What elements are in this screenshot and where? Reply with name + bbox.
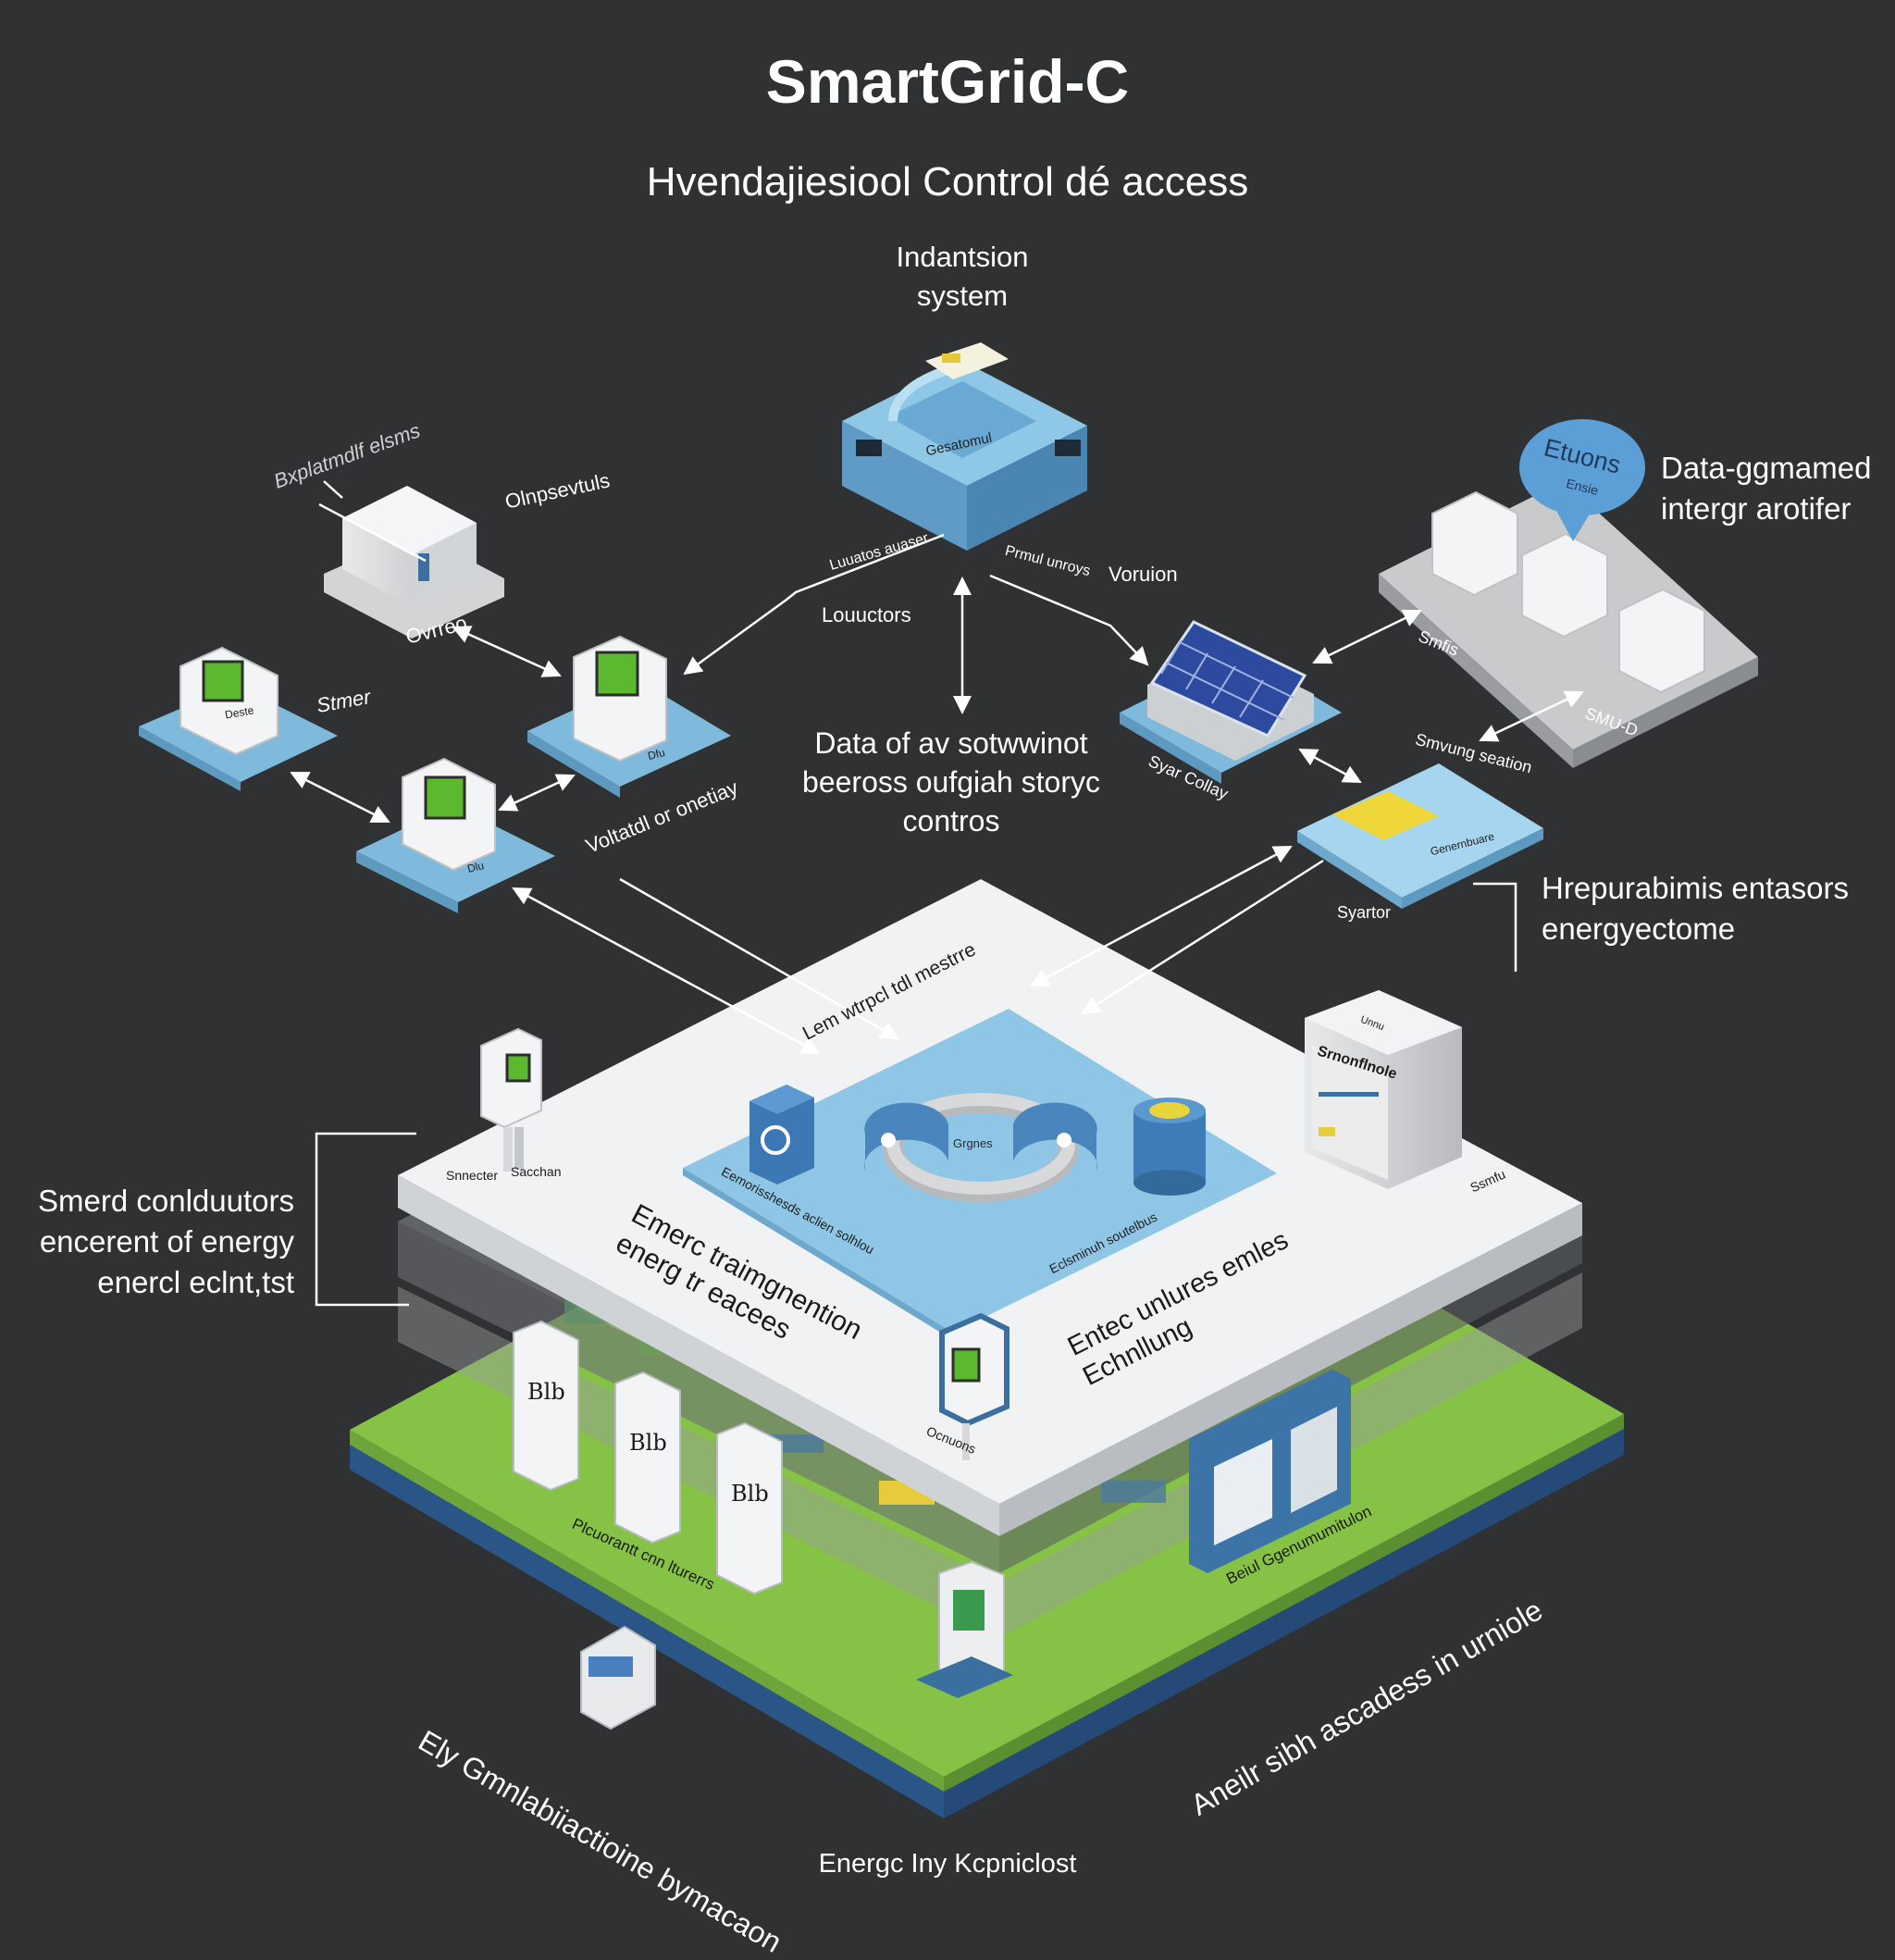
left-device-label-2: Sacchan [511, 1164, 562, 1179]
small-panel-icon [580, 1625, 656, 1731]
syartor-label: Syartor [1337, 903, 1392, 922]
left-note: Smerd conlduutors encerent of energy ene… [19, 1181, 294, 1303]
meter-glyph-1: Blb [527, 1379, 565, 1405]
ring-text: Grgnes [953, 1136, 993, 1150]
server-box-icon [842, 342, 1087, 551]
storage-module-icon [1297, 763, 1543, 909]
bracket-lines [315, 882, 1517, 1307]
meter-device-icon [356, 757, 555, 913]
voruion-label: Voruion [1109, 563, 1178, 586]
solar-panel-icon [1120, 620, 1342, 784]
page-title: SmartGrid-C [765, 47, 1130, 116]
meter-device-icon [527, 635, 731, 798]
security-block-icon [749, 1085, 814, 1185]
battery-meter-icon [513, 1320, 783, 1595]
cylinder-tank-icon [1133, 1098, 1206, 1196]
repub-label: Hrepurabimis entasors energyectome [1542, 868, 1849, 949]
central-system-label-line1: Indantsion [896, 241, 1029, 273]
diagram-stage: SmartGrid-C Hvendajiesiool Control dé ac… [19, 47, 1871, 1959]
repub-label-line2: energyectome [1542, 912, 1736, 946]
meter-device-icon [139, 646, 338, 791]
left-note-line1: Smerd conlduutors [38, 1184, 294, 1218]
battery-wall-icon [1189, 1370, 1351, 1573]
enclosure-icon [324, 486, 504, 639]
repub-label-line1: Hrepurabimis entasors [1542, 871, 1849, 905]
meter-glyph-2: Blb [629, 1430, 667, 1456]
footer-label: Energc Iny Kcpniclost [818, 1849, 1077, 1879]
front-battery-post-icon [916, 1560, 1013, 1698]
data-label-line2: intergr arotifer [1661, 491, 1852, 526]
left-note-line3: enercl eclnt,tst [97, 1265, 294, 1299]
page-subtitle: Hvendajiesiool Control dé access [646, 159, 1249, 205]
data-label-line1: Data-ggmamed [1661, 451, 1872, 485]
data-label: Data-ggmamed intergr arotifer [1661, 448, 1871, 529]
speech-bubble-icon [1519, 419, 1645, 541]
left-note-line2: encerent of energy [39, 1224, 294, 1259]
diagram-canvas [139, 342, 1758, 1818]
left-device-label-1: Snnecter [446, 1168, 499, 1183]
ring-hub-icon [864, 1093, 1097, 1202]
central-system-label: Indantsion system [896, 238, 1028, 316]
connector-arrows [290, 480, 1584, 1055]
louuctors-label: Louuctors [822, 603, 911, 626]
meter-glyph-3: Blb [731, 1481, 769, 1507]
center-note-line3: contros [902, 804, 1000, 837]
center-note: Data of av sotwwinot beeross oufgiah sto… [802, 724, 1100, 840]
front-charging-post-icon [939, 1312, 1009, 1460]
central-system-label-line2: system [916, 279, 1009, 312]
center-note-line2: beeross oufgiah storyc [802, 765, 1100, 799]
center-note-line1: Data of av sotwwinot [814, 726, 1088, 760]
cabinet-icon [1305, 990, 1462, 1189]
